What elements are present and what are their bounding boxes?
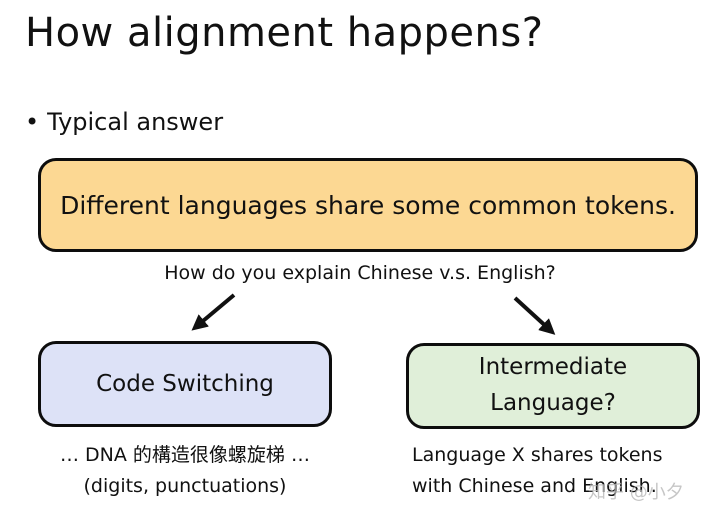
code-switching-box: Code Switching [38,341,332,427]
intermediate-language-note-line2: with Chinese and English. [412,475,657,498]
bullet-text: Typical answer [47,108,224,136]
slide-title: How alignment happens? [25,10,544,56]
arrow-left-icon [191,293,236,331]
watermark: 知乎 @小夕 [588,482,684,503]
code-switching-note-line2: (digits, punctuations) [83,475,287,498]
code-switching-note: … DNA 的構造很像螺旋梯 … (digits, punctuations) [20,440,350,503]
arrow-right-icon [513,296,556,335]
intermediate-language-note: Language X shares tokens with Chinese an… [412,440,712,503]
intermediate-language-note-line1: Language X shares tokens [412,444,663,466]
intermediate-language-box: Intermediate Language? [406,343,700,429]
bullet-item: •Typical answer [25,108,223,136]
shared-tokens-box: Different languages share some common to… [38,158,698,252]
shared-tokens-text: Different languages share some common to… [60,190,676,220]
code-switching-note-line1: … DNA 的構造很像螺旋梯 … [60,444,310,466]
code-switching-text: Code Switching [96,371,274,397]
intermediate-language-line1: Intermediate [478,354,628,381]
intermediate-language-line2: Language? [490,390,616,416]
question-text: How do you explain Chinese v.s. English? [164,262,556,284]
bullet-dot-icon: • [25,108,40,136]
